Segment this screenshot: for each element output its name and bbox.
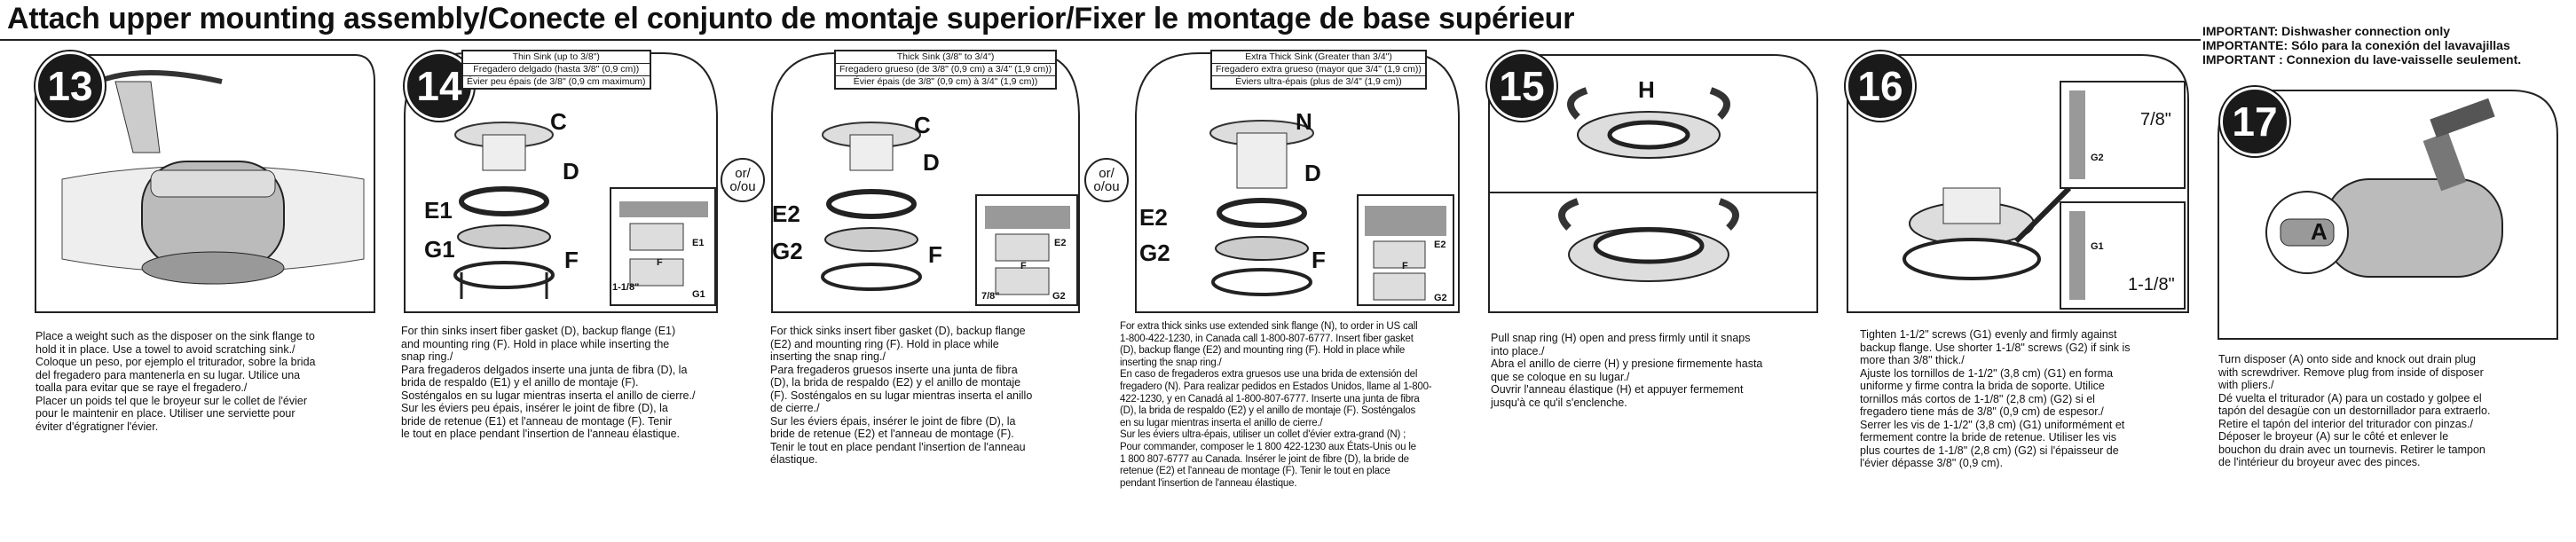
step-14-extra-thick-instructions: For extra thick sinks use extended sink … — [1120, 321, 1432, 489]
step-16-badge: 16 — [1846, 51, 1915, 121]
step-14-thin-instructions: For thin sinks insert fiber gasket (D), … — [401, 325, 696, 440]
step-13-illustration — [27, 46, 382, 330]
inset-label-e2: E2 — [1434, 240, 1446, 250]
sink-spec-fr: Évier peu épais (de 3/8" (0,9 cm maximum… — [467, 76, 646, 87]
label-g2: G2 — [2091, 153, 2104, 163]
label-f: F — [564, 247, 579, 273]
label-g1: G1 — [2091, 241, 2104, 252]
important-note-fr: IMPORTANT : Connexion du lave-vaisselle … — [2202, 52, 2522, 67]
sink-spec-es: Fregadero delgado (hasta 3/8" (0,9 cm)) — [463, 64, 650, 76]
or-divider-2: or/ o/ou — [1084, 158, 1129, 202]
step-15-illustration — [1480, 46, 1824, 330]
step-17-badge: 17 — [2220, 87, 2289, 156]
inset-measure: 7/8" — [981, 291, 1000, 302]
step-16-illustration — [1839, 46, 2195, 330]
label-d: D — [923, 149, 940, 176]
label-n: N — [1296, 108, 1312, 135]
label-e2: E2 — [1139, 204, 1168, 231]
important-note: IMPORTANT: Dishwasher connection only IM… — [2202, 24, 2521, 67]
important-note-es: IMPORTANTE: Sólo para la conexión del la… — [2202, 38, 2510, 52]
inset-label-f: F — [1020, 261, 1027, 271]
label-e2: E2 — [772, 200, 800, 227]
label-a: A — [2311, 218, 2328, 245]
label-h: H — [1638, 76, 1655, 103]
sink-spec-en: Extra Thick Sink (Greater than 3/4") — [1212, 51, 1425, 64]
step-17-instructions: Turn disposer (A) onto side and knock ou… — [2218, 353, 2491, 468]
measure-7-8: 7/8" — [2140, 110, 2171, 130]
inset-label-g2: G2 — [1434, 293, 1447, 303]
step-15-badge: 15 — [1487, 51, 1556, 121]
step-13-instructions: Place a weight such as the disposer on t… — [35, 330, 316, 433]
or-fr: o/ou — [1093, 179, 1120, 194]
step-14-thin-sink-label: Thin Sink (up to 3/8") Fregadero delgado… — [461, 50, 651, 90]
label-d: D — [1304, 160, 1321, 186]
inset-label-f: F — [1402, 261, 1408, 271]
sink-spec-fr: Éviers ultra-épais (plus de 3/4" (1,9 cm… — [1235, 76, 1402, 87]
sink-spec-fr: Évier épais (de 3/8" (0,9 cm) à 3/4" (1,… — [853, 76, 1038, 87]
step-16-instructions: Tighten 1-1/2" screws (G1) evenly and fi… — [1860, 328, 2131, 469]
or-en: or/ — [735, 166, 751, 181]
title-divider — [0, 39, 2201, 41]
step-14-extra-thick-illustration — [1129, 46, 1466, 330]
or-divider-1: or/ o/ou — [721, 158, 765, 202]
sink-spec-en: Thick Sink (3/8" to 3/4") — [836, 51, 1056, 64]
label-g2: G2 — [1139, 240, 1170, 266]
step-14-thick-sink-label: Thick Sink (3/8" to 3/4") Fregadero grue… — [834, 50, 1058, 90]
page-title: Attach upper mounting assembly/Conecte e… — [7, 2, 1575, 35]
inset-label-e1: E1 — [692, 238, 705, 248]
step-15-instructions: Pull snap ring (H) open and press firmly… — [1491, 332, 1763, 409]
step-14-thin-illustration — [398, 46, 724, 330]
inset-label-g1: G1 — [692, 289, 705, 300]
important-note-en: IMPORTANT: Dishwasher connection only — [2202, 24, 2450, 38]
step-14-extra-thick-sink-label: Extra Thick Sink (Greater than 3/4") Fre… — [1210, 50, 1427, 90]
label-d: D — [563, 158, 579, 185]
label-c: C — [550, 108, 567, 135]
step-13-badge: 13 — [35, 51, 105, 121]
or-en: or/ — [1099, 166, 1115, 181]
step-14-thick-illustration — [765, 46, 1086, 330]
inset-measure: 1-1/8" — [612, 282, 640, 293]
step-17-illustration — [2210, 82, 2564, 348]
label-f: F — [1312, 247, 1326, 273]
label-c: C — [914, 112, 931, 138]
label-g1: G1 — [424, 236, 455, 263]
step-14-thick-instructions: For thick sinks insert fiber gasket (D),… — [770, 325, 1033, 466]
inset-label-g2: G2 — [1052, 291, 1066, 302]
sink-spec-es: Fregadero extra grueso (mayor que 3/4" (… — [1212, 64, 1425, 76]
or-fr: o/ou — [729, 179, 756, 194]
sink-spec-es: Fregadero grueso (de 3/8" (0,9 cm) a 3/4… — [836, 64, 1056, 76]
measure-1-1-8: 1-1/8" — [2128, 275, 2175, 295]
label-f: F — [928, 241, 942, 268]
label-g2: G2 — [772, 238, 803, 264]
sink-spec-en: Thin Sink (up to 3/8") — [463, 51, 650, 64]
inset-label-f: F — [657, 257, 663, 268]
label-e1: E1 — [424, 197, 453, 224]
inset-label-e2: E2 — [1054, 238, 1067, 248]
